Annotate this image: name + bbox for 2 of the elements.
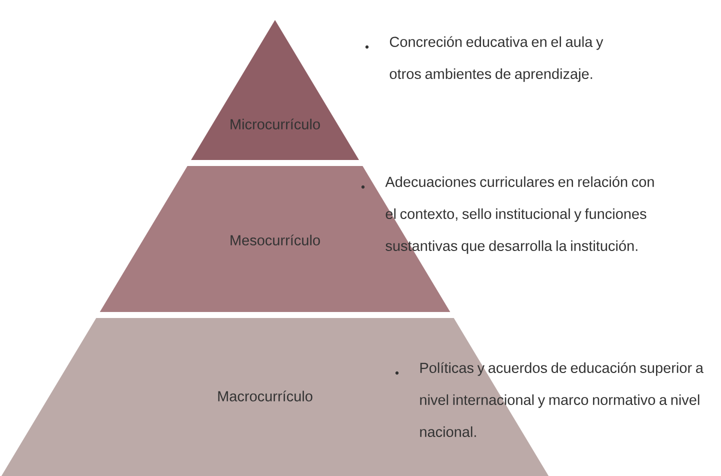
description-text: Concreción educativa en el aula y otros ambientes de aprendizaje. — [390, 36, 604, 82]
pyramid-layer: Microcurrículo — [191, 20, 359, 160]
